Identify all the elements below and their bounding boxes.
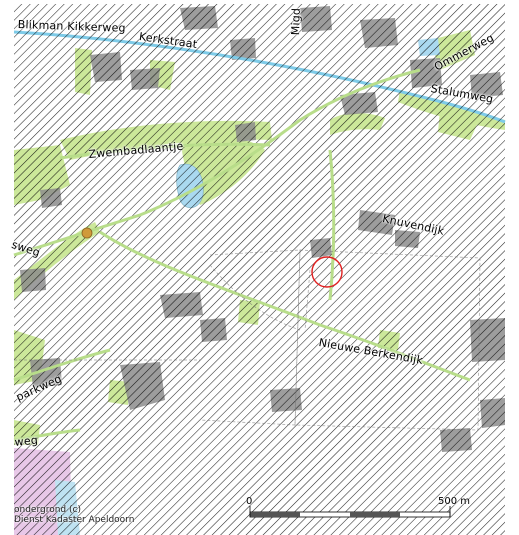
location-marker[interactable] xyxy=(311,256,343,288)
scale-bar xyxy=(249,506,451,518)
parcel-lines xyxy=(14,249,481,431)
map-copyright: ondergrond (c) Dienst Kadaster Apeldoorn xyxy=(14,505,134,525)
scale-end-label: 500 m xyxy=(438,496,471,507)
poi-marker[interactable] xyxy=(81,227,93,239)
copyright-line-2: Dienst Kadaster Apeldoorn xyxy=(14,515,135,525)
hatched-zone xyxy=(14,4,505,535)
label-weg: weg xyxy=(14,433,39,449)
copyright-line-1: ondergrond (c) xyxy=(14,505,81,515)
label-migd: Migd xyxy=(288,7,303,36)
scale-start-label: 0 xyxy=(246,496,253,507)
